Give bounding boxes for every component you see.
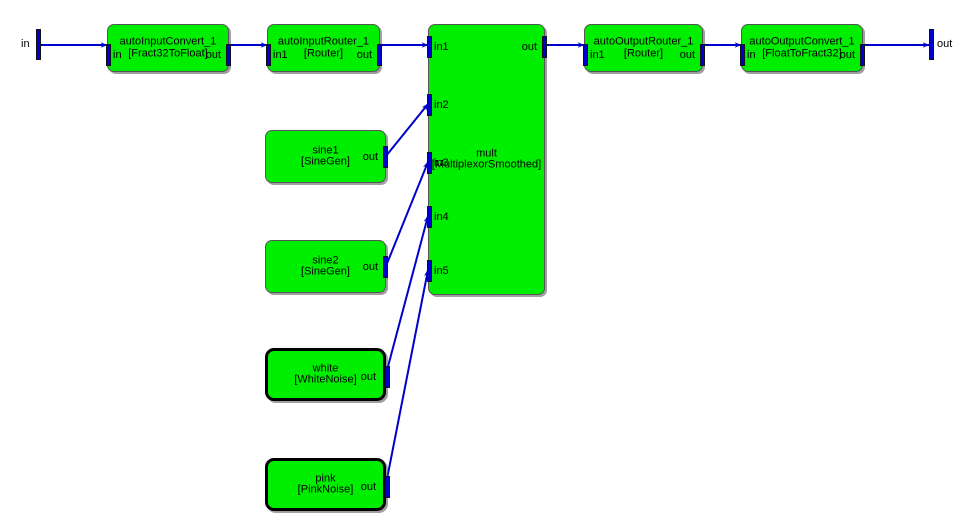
output-port-autoInputRouter_1-out[interactable] (377, 44, 382, 66)
output-port-label-sine2-out: out (362, 261, 378, 273)
output-port-sine1-out[interactable] (383, 146, 388, 168)
wire-white-to-mult-in4[interactable] (385, 215, 430, 375)
block-name-autoInputRouter_1: autoInputRouter_1 (277, 35, 370, 48)
input-port-mult-in1[interactable] (427, 36, 432, 58)
terminal-term-in[interactable] (36, 29, 41, 60)
input-port-mult-in4[interactable] (427, 206, 432, 228)
output-port-sine2-out[interactable] (383, 256, 388, 278)
block-name-white: white (312, 361, 339, 374)
input-port-autoOutputRouter_1-in1[interactable] (583, 44, 588, 66)
block-label-group-autoOutputRouter_1: autoOutputRouter_1[Router] (585, 36, 702, 59)
block-name-sine2: sine2 (312, 253, 339, 266)
input-port-mult-in5[interactable] (427, 260, 432, 282)
block-label-group-white: white[WhiteNoise] (268, 361, 383, 386)
input-port-autoInputConvert_1-in[interactable] (106, 44, 111, 66)
block-mult[interactable]: mult[MultiplexorSmoothed] in1 in2 in3 in4 in5… (427, 24, 547, 295)
block-label-group-sine2: sine2[SineGen] (266, 253, 385, 278)
block-type-mult: [MultiplexorSmoothed] (431, 158, 542, 171)
input-port-autoInputRouter_1-in1[interactable] (266, 44, 271, 66)
block-type-pink: [PinkNoise] (297, 483, 354, 496)
output-port-label-sine1-out: out (362, 151, 378, 163)
block-type-autoInputRouter_1: [Router] (303, 47, 344, 59)
output-port-label-autoOutputConvert_1-out: out (839, 49, 855, 61)
block-type-sine1: [SineGen] (301, 155, 350, 168)
input-port-label-autoOutputConvert_1-in: in (747, 49, 756, 61)
block-label-group-mult: mult[MultiplexorSmoothed] (429, 146, 544, 171)
block-white[interactable]: white[WhiteNoise]out (265, 348, 390, 401)
output-port-pink-out[interactable] (385, 476, 390, 498)
block-type-white: [WhiteNoise] (294, 373, 357, 386)
block-type-autoInputConvert_1: [Fract32ToFloat] (128, 47, 208, 59)
block-label-group-autoInputRouter_1: autoInputRouter_1[Router] (268, 36, 379, 59)
output-port-label-autoInputRouter_1-out: out (356, 49, 372, 61)
wire-sine1-to-mult-in2[interactable] (385, 103, 429, 157)
input-port-mult-in2[interactable] (427, 94, 432, 116)
block-label-group-autoOutputConvert_1: autoOutputConvert_1[FloatToFract32] (742, 36, 862, 59)
input-port-label-mult-in5: in5 (434, 265, 449, 277)
block-name-sine1: sine1 (312, 143, 339, 156)
output-port-autoOutputConvert_1-out[interactable] (860, 44, 865, 66)
input-port-label-mult-in1: in1 (434, 41, 449, 53)
block-name-autoOutputRouter_1: autoOutputRouter_1 (593, 35, 694, 48)
block-type-autoOutputRouter_1: [Router] (623, 47, 664, 59)
block-name-pink: pink (315, 471, 336, 484)
input-port-label-mult-in4: in4 (434, 211, 449, 223)
output-port-label-mult-out: out (521, 41, 537, 53)
wire-pink-to-mult-in5[interactable] (385, 269, 430, 485)
block-name-autoOutputConvert_1: autoOutputConvert_1 (749, 35, 855, 48)
output-port-label-autoInputConvert_1-out: out (205, 49, 221, 61)
block-name-mult: mult (476, 146, 497, 159)
output-port-autoOutputRouter_1-out[interactable] (700, 44, 705, 66)
wire-sine2-to-mult-in3[interactable] (385, 161, 429, 267)
block-sine1[interactable]: sine1[SineGen]out (265, 130, 388, 183)
input-port-autoOutputConvert_1-in[interactable] (740, 44, 745, 66)
block-name-autoInputConvert_1: autoInputConvert_1 (119, 35, 217, 48)
output-port-mult-out[interactable] (542, 36, 547, 58)
input-port-mult-in3[interactable] (427, 152, 432, 174)
block-label-group-pink: pink[PinkNoise] (268, 471, 383, 496)
input-port-label-mult-in3: in3 (434, 157, 449, 169)
terminal-label-term-in: in (21, 37, 30, 50)
block-sine2[interactable]: sine2[SineGen]out (265, 240, 388, 293)
terminal-term-out[interactable] (929, 29, 934, 60)
block-pink[interactable]: pink[PinkNoise]out (265, 458, 390, 511)
block-type-autoOutputConvert_1: [FloatToFract32] (762, 47, 842, 59)
output-port-label-pink-out: out (360, 481, 376, 493)
input-port-label-mult-in2: in2 (434, 99, 449, 111)
output-port-label-white-out: out (360, 371, 376, 383)
block-type-sine2: [SineGen] (301, 265, 350, 278)
input-port-label-autoInputRouter_1-in1: in1 (273, 49, 288, 61)
input-port-label-autoInputConvert_1-in: in (113, 49, 122, 61)
block-label-group-sine1: sine1[SineGen] (266, 143, 385, 168)
block-label-group-autoInputConvert_1: autoInputConvert_1[Fract32ToFloat] (108, 36, 228, 59)
input-port-label-autoOutputRouter_1-in1: in1 (590, 49, 605, 61)
output-port-autoInputConvert_1-out[interactable] (226, 44, 231, 66)
output-port-white-out[interactable] (385, 366, 390, 388)
output-port-label-autoOutputRouter_1-out: out (679, 49, 695, 61)
terminal-label-term-out: out (937, 37, 953, 50)
